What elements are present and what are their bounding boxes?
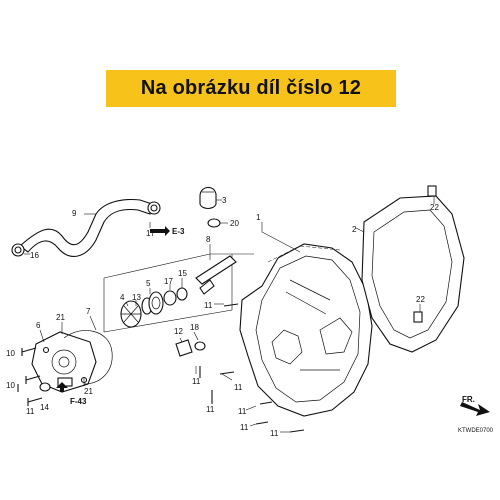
cover-gasket [361,195,465,353]
callout-11: 11 [192,377,201,386]
callout-4: 4 [120,293,125,302]
pump-shaft [195,255,237,295]
callout-1: 1 [256,213,261,222]
arrow-right-icon [150,226,170,236]
seal-rings [141,291,164,315]
callout-9: 9 [72,209,77,218]
ref-f43: F-43 [70,397,87,406]
callout-5: 5 [146,279,151,288]
pump-gasket [63,330,113,385]
callout-11: 11 [206,405,215,414]
callout-15: 14 [40,403,49,412]
callout-20: 20 [230,219,239,228]
ref-e3: E-3 [172,227,185,236]
oil-level-plug [175,339,206,357]
part-callouts: 9 16 17 3 20 1 2 22 22 8 15 17 5 13 4 18… [6,196,439,438]
callout-10: 10 [6,381,15,390]
callout-14: 13 [132,293,141,302]
callout-11: 11 [204,301,213,310]
callout-3: 3 [222,196,227,205]
callout-6: 6 [36,321,41,330]
callout-11: 11 [238,407,247,416]
leader-lines [24,196,435,433]
callout-16: 15 [178,269,187,278]
e3-reference: E-3 [150,226,185,236]
callout-22: 22 [416,295,425,304]
flange-bolts [17,303,305,433]
callout-21: 21 [84,387,93,396]
water-hose [19,198,153,257]
callout-19: 18 [190,323,199,332]
crankcase-cover [239,243,373,417]
callout-18: 17 [164,277,173,286]
banner-text: Na obrázku díl číslo 12 [140,77,362,99]
callout-17: 17 [146,229,155,238]
callout-11: 11 [270,429,279,438]
front-arrow-icon [460,402,490,416]
dowel-pins [413,185,437,323]
callout-22: 22 [430,203,439,212]
callout-21: 21 [56,313,65,322]
o-ring [207,218,221,228]
callout-17: 16 [30,251,39,260]
callout-13: 12 [174,327,183,336]
callout-7: 7 [86,307,91,316]
callout-10: 10 [6,349,15,358]
callout-2: 2 [352,225,357,234]
callout-11: 11 [234,383,243,392]
bearing [163,287,188,306]
arrow-up-icon [56,382,68,392]
hose-clamp-left [11,243,25,257]
callout-11: 11 [240,423,249,432]
filler-cap [199,186,217,210]
front-direction: FR. [460,395,490,416]
diagram-code: KTWDE0700 [458,428,494,434]
impeller [120,300,142,328]
part-number-banner: Na obrázku díl číslo 12 [106,70,396,107]
f43-reference: F-43 [56,382,87,406]
ref-front: FR. [462,395,475,404]
callout-12: 11 [26,407,35,416]
callout-8: 8 [206,235,211,244]
hose-clamp-right [147,201,161,215]
